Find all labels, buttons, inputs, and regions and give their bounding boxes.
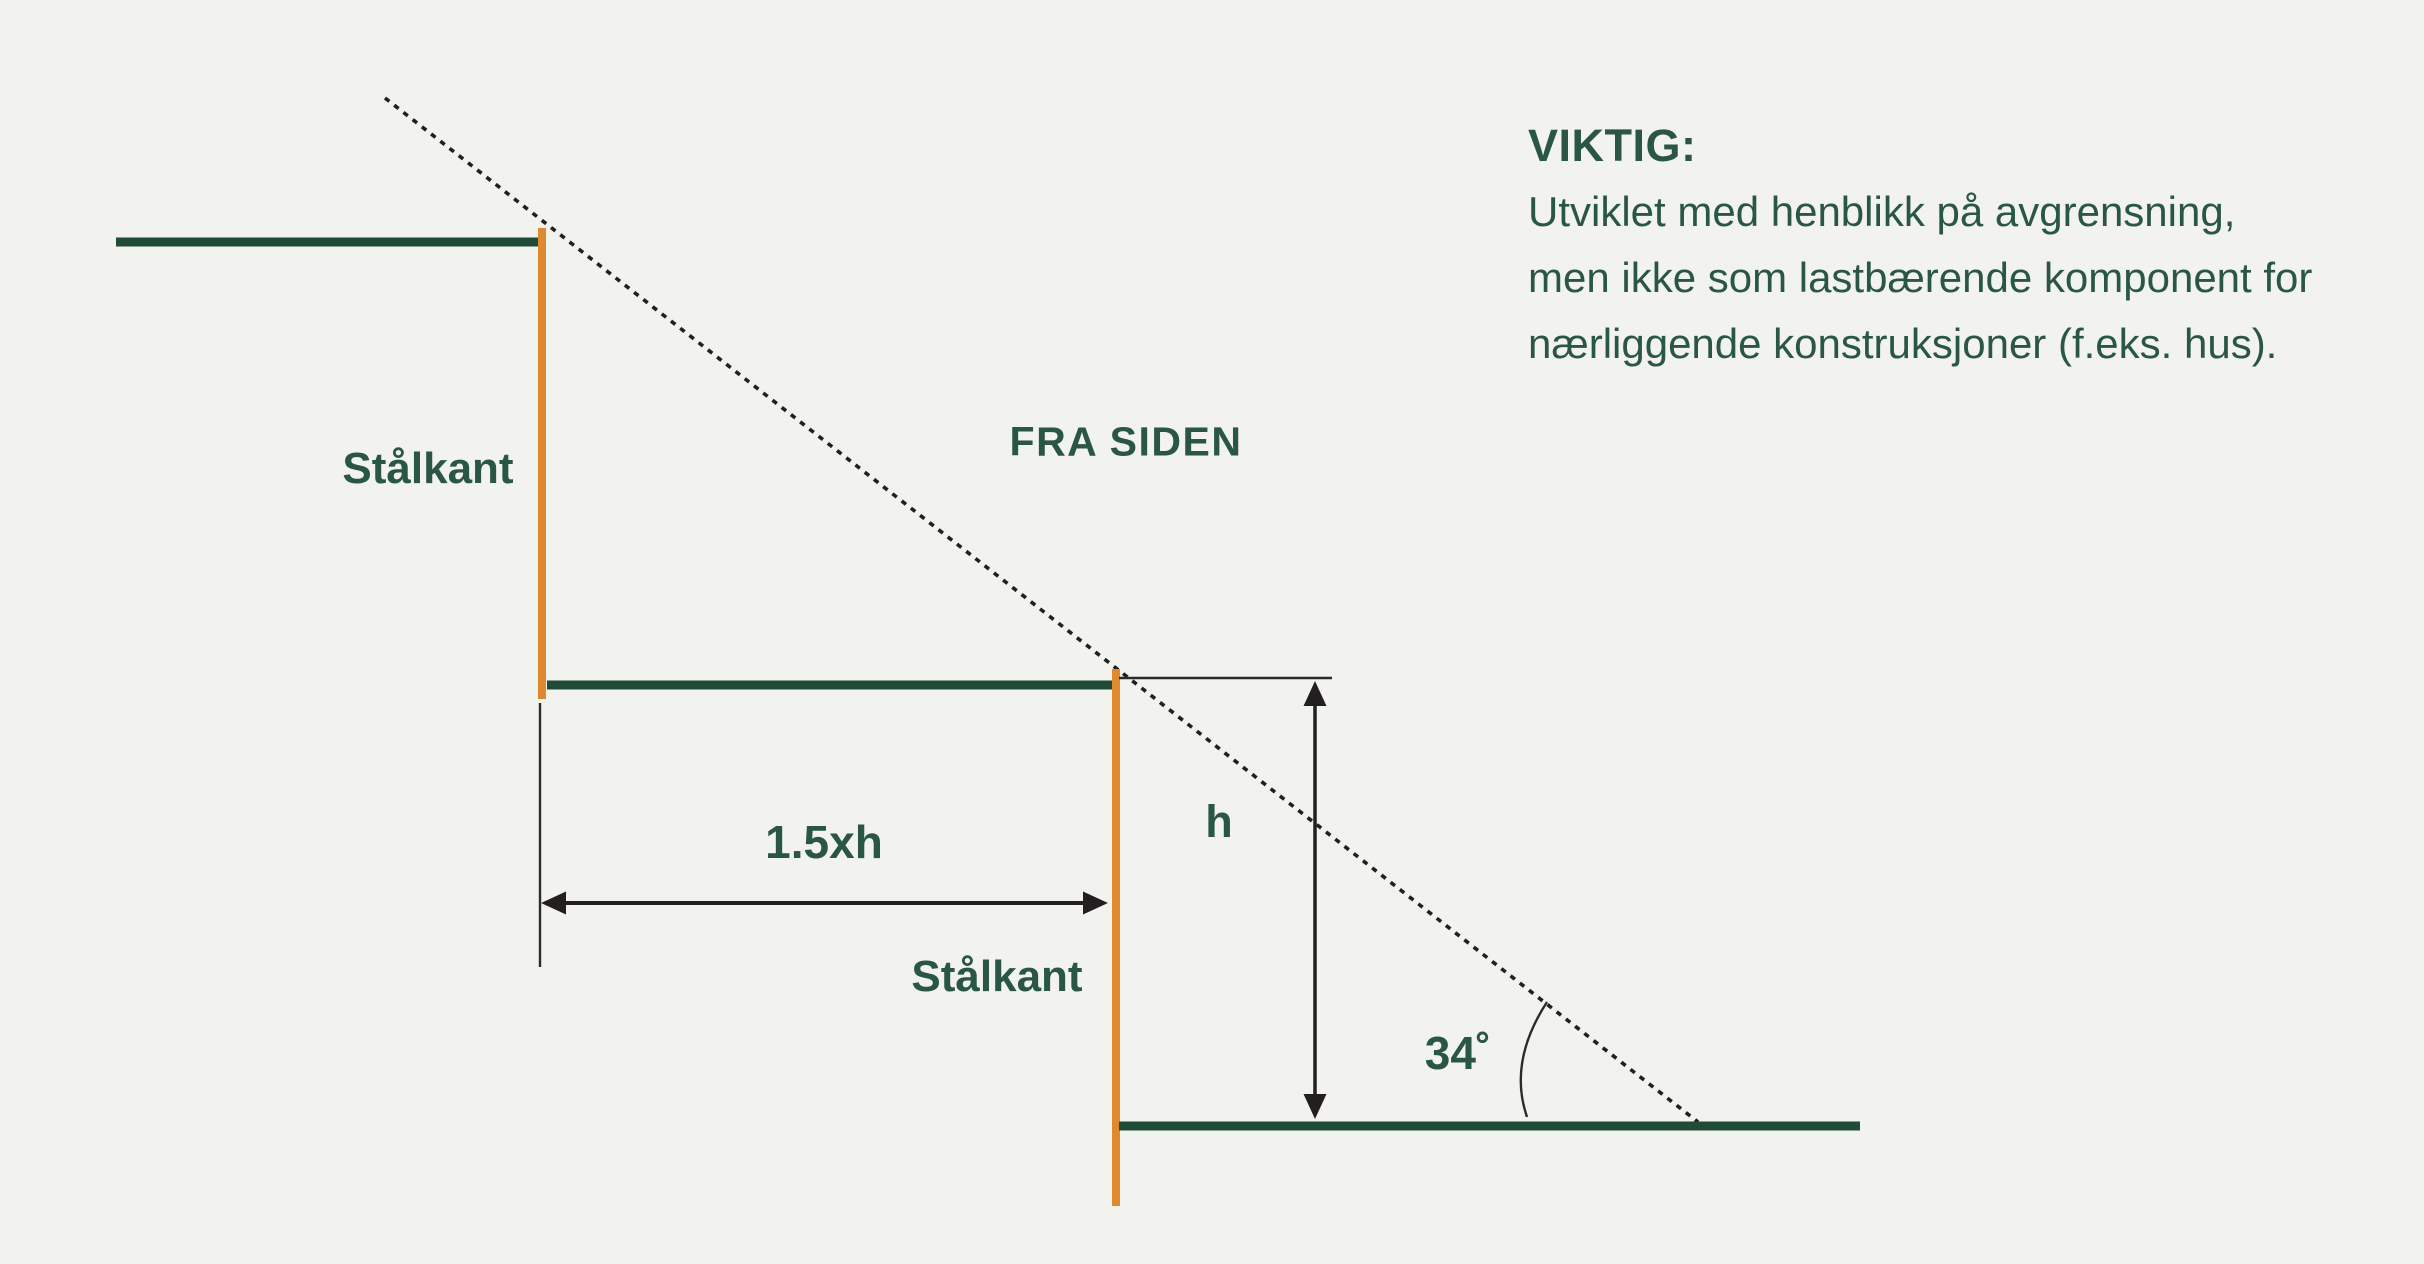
view-label: FRA SIDEN xyxy=(1009,418,1243,465)
steel-edge-label-lower: Stålkant xyxy=(911,952,1083,1001)
slope-dashed-line xyxy=(383,96,1700,1124)
height-dimension-label: h xyxy=(1205,796,1233,847)
important-note: VIKTIG: Utviklet med henblikk på avgrens… xyxy=(1528,113,2312,377)
steel-edge-label-upper: Stålkant xyxy=(342,444,514,493)
width-dimension-arrow xyxy=(541,891,1108,915)
height-arrowhead-bottom xyxy=(1303,1094,1327,1119)
width-dimension-label: 1.5xh xyxy=(765,816,883,868)
height-dimension-arrow xyxy=(1303,681,1327,1119)
height-arrowhead-top xyxy=(1303,681,1327,706)
note-line: men ikke som lastbærende komponent for xyxy=(1528,254,2313,301)
note-heading: VIKTIG: xyxy=(1528,120,1697,171)
slope-angle-label: 34˚ xyxy=(1424,1027,1492,1079)
note-line: nærliggende konstruksjoner (f.eks. hus). xyxy=(1528,320,2278,367)
note-line: Utviklet med henblikk på avgrensning, xyxy=(1528,188,2236,235)
width-arrowhead-left xyxy=(541,891,566,915)
angle-arc xyxy=(1519,1001,1549,1118)
width-arrowhead-right xyxy=(1083,891,1108,915)
